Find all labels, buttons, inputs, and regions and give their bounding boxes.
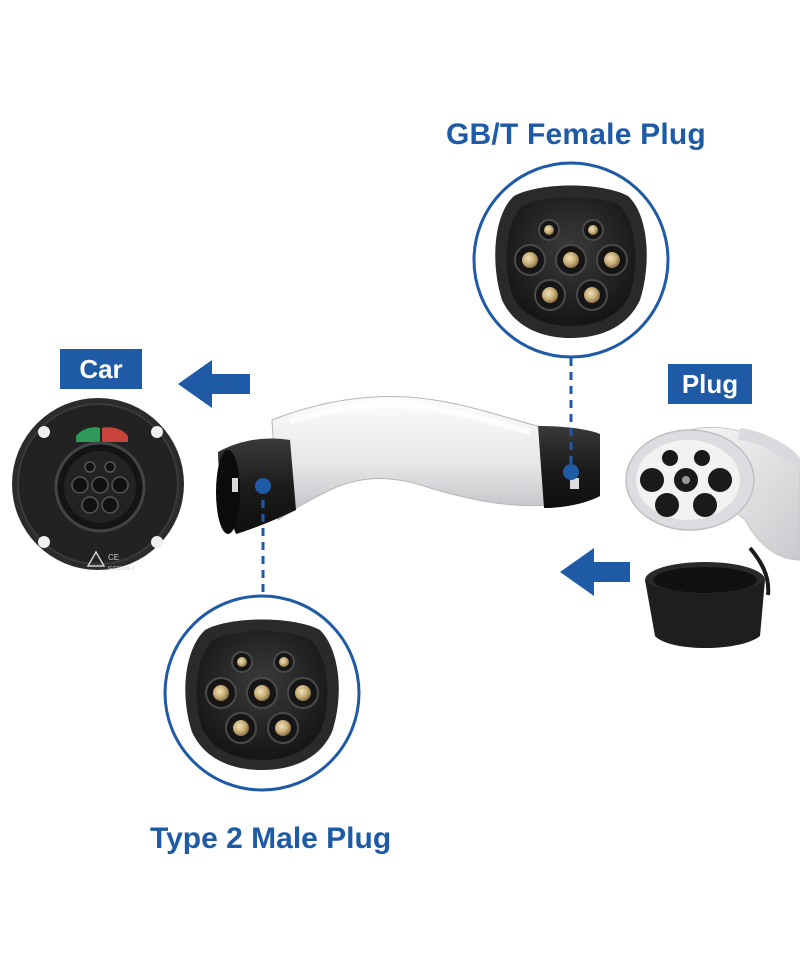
- plug-cap-body: [645, 580, 765, 648]
- car-inlet-bolt: [38, 426, 50, 438]
- car-socket-pin: [111, 476, 129, 494]
- leader-lines: [255, 358, 579, 598]
- gbt-pin: [522, 252, 538, 268]
- adapter-right-slot: [570, 478, 579, 489]
- type2-pin: [279, 657, 289, 667]
- car-socket-pin: [81, 496, 99, 514]
- car-socket-pin: [104, 461, 116, 473]
- gbt-pin: [604, 252, 620, 268]
- plug-pin: [694, 450, 710, 466]
- type2-pin: [213, 685, 229, 701]
- plug-pin: [708, 468, 732, 492]
- adapter-left-slot: [232, 478, 238, 492]
- plug-pin-center: [682, 476, 690, 484]
- car-inlet-bolt: [151, 536, 163, 548]
- car-status-red: [102, 427, 128, 442]
- car-socket-pin: [91, 476, 109, 494]
- type2-pin: [275, 720, 291, 736]
- car-badge: Car: [60, 349, 142, 389]
- plug-cap-strap: [748, 546, 771, 596]
- car-inlet-standard-mark: IEC62196-2: [108, 566, 135, 572]
- gbt-female-plug-zoom: [472, 161, 670, 359]
- plug-pin: [662, 450, 678, 466]
- gbt-pin: [563, 252, 579, 268]
- warning-triangle-icon: [86, 550, 106, 567]
- type2-pin: [237, 657, 247, 667]
- leader-dot-gbt: [563, 464, 579, 480]
- gbt-female-plug-caption: GB/T Female Plug: [446, 118, 706, 151]
- plug-badge: Plug: [668, 364, 752, 404]
- type2-male-plug-caption: Type 2 Male Plug: [150, 822, 392, 855]
- gbt-pin: [588, 225, 598, 235]
- car-inlet: CE IEC62196-2: [12, 398, 184, 572]
- gbt-pin: [542, 287, 558, 303]
- plug-pin: [640, 468, 664, 492]
- type2-pin: [254, 685, 270, 701]
- car-inlet-bolt: [151, 426, 163, 438]
- car-socket-pin: [84, 461, 96, 473]
- plug-pin: [693, 493, 717, 517]
- arrow-left-icon: [560, 548, 630, 596]
- type2-male-plug-zoom: [163, 594, 361, 792]
- gbt-pin: [584, 287, 600, 303]
- car-inlet-bolt: [38, 536, 50, 548]
- adapter-body: [271, 396, 549, 521]
- plug-pin: [655, 493, 679, 517]
- arrow-from-plug: [560, 548, 630, 596]
- car-inlet-ce-mark: CE: [108, 553, 119, 562]
- arrow-to-car: [178, 360, 250, 408]
- gbt-pins: [514, 219, 628, 311]
- adapter-highlight: [289, 401, 531, 435]
- type2-pin: [233, 720, 249, 736]
- plug-handle-grip: [738, 428, 800, 470]
- adapter: [216, 396, 600, 534]
- adapter-left-opening: [216, 450, 240, 534]
- car-socket-pin: [101, 496, 119, 514]
- plug-pins: [640, 450, 732, 517]
- gbt-pin: [544, 225, 554, 235]
- plug-cap-inner: [653, 567, 757, 593]
- charging-plug: [625, 426, 800, 648]
- type2-pin: [295, 685, 311, 701]
- leader-dot-type2: [255, 478, 271, 494]
- car-socket-pin: [71, 476, 89, 494]
- arrow-left-icon: [178, 360, 250, 408]
- car-status-green: [76, 427, 100, 442]
- type2-pins: [205, 651, 319, 744]
